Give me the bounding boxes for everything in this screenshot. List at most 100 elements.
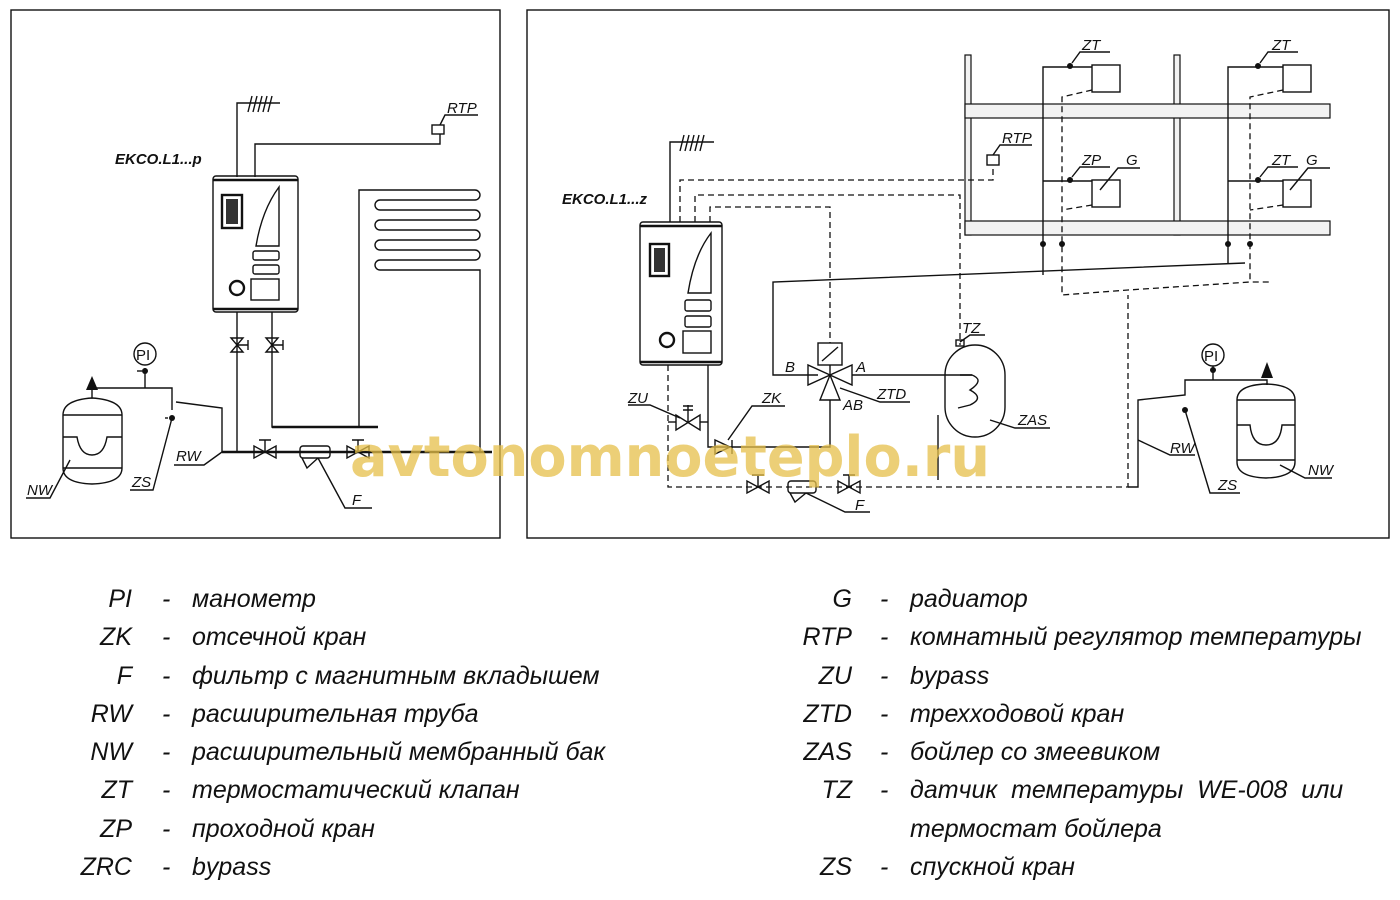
label-pi: PI — [136, 347, 150, 364]
pump-icon — [714, 438, 733, 456]
label-zs: ZS — [131, 474, 151, 491]
legend-code: NW — [90, 738, 132, 767]
label-zt-1: ZT — [1081, 37, 1102, 54]
boiler-model-label: EKCO.L1...p — [115, 151, 202, 168]
legend-code: PI — [108, 585, 132, 613]
legend-dash: - — [880, 738, 889, 767]
label-zt-3: ZT — [1271, 152, 1292, 169]
legend-code: ZRC — [80, 853, 132, 882]
label-f-right: F — [855, 497, 865, 514]
power-cable-icon — [236, 95, 280, 177]
label-zp: ZP — [1081, 152, 1101, 169]
legend-code: TZ — [821, 776, 852, 805]
legend-dash: - — [162, 585, 171, 613]
boiler-model-label-right: EKCO.L1...z — [562, 191, 648, 208]
legend-code: RTP — [802, 623, 852, 652]
legend-dash: - — [162, 699, 171, 728]
legend-desc: расширительная труба — [192, 699, 479, 728]
legend-desc: бойлер со змеевиком — [910, 738, 1161, 767]
legend-row: ZT-термостатический клапан — [0, 771, 700, 809]
legend-code: ZU — [818, 661, 852, 690]
label-nw: NW — [27, 482, 54, 499]
air-vent-icon — [1261, 362, 1273, 378]
legend-dash: - — [162, 661, 171, 690]
legend-row: F-фильтр с магнитным вкладышем — [0, 657, 700, 695]
legend-desc: радиатор — [910, 585, 1028, 613]
label-rtp-right: RTP — [1002, 130, 1032, 147]
left-scheme: RTP EKCO.L1...p — [10, 9, 501, 539]
legend-row: ZP-проходной кран — [0, 810, 700, 848]
legend-dash: - — [880, 776, 889, 805]
legend-code: ZAS — [803, 738, 852, 767]
legend-row: NW -расширительный мембранный бак — [0, 733, 700, 771]
legend-left: PI-манометр ZK-отсечной кран F-фильтр с … — [0, 580, 700, 886]
legend-dash: - — [162, 814, 171, 843]
legend-code: ZT — [101, 776, 132, 805]
left-frame — [10, 9, 501, 539]
legend-row: ZS-спускной кран — [700, 848, 1400, 886]
legend-desc: трехходовой кран — [910, 699, 1125, 728]
magnetic-filter-icon — [787, 480, 870, 513]
pressure-gauge-icon — [133, 342, 157, 366]
legend-dash: - — [880, 661, 889, 690]
label-tz: TZ — [962, 320, 981, 337]
right-frame — [526, 9, 1390, 539]
label-b: B — [785, 359, 795, 376]
legend-desc: отсечной кран — [192, 623, 367, 652]
watermark: avtonomnoeteplo.ru — [350, 425, 990, 490]
label-rtp: RTP — [447, 100, 477, 117]
building-walls — [964, 54, 1331, 236]
label-zt-2: ZT — [1271, 37, 1292, 54]
legend-desc: расширительный мембранный бак — [192, 738, 606, 767]
room-thermostat-icon — [986, 154, 1000, 166]
pressure-gauge-icon — [1201, 343, 1225, 367]
label-zas: ZAS — [1017, 412, 1047, 429]
radiator-icon — [1091, 64, 1312, 208]
legend-row: TZ-датчик температуры WE-008 или — [700, 771, 1400, 809]
coil-boiler-icon — [944, 339, 1006, 438]
legend-dash: - — [162, 623, 171, 652]
legend-dash: - — [162, 738, 171, 767]
label-zs-right: ZS — [1217, 477, 1237, 494]
label-nw-right: NW — [1308, 462, 1335, 479]
legend-code: ZTD — [803, 699, 852, 728]
three-way-valve-icon — [807, 342, 853, 401]
legend-dash: - — [880, 853, 889, 882]
legend-desc: датчик температуры WE-008 или — [910, 776, 1344, 805]
air-vent-icon — [86, 376, 98, 390]
legend-desc: термостатический клапан — [192, 776, 520, 805]
bypass-valve-icon — [668, 405, 708, 432]
label-pi-right: PI — [1204, 348, 1218, 365]
label-f: F — [352, 492, 362, 509]
right-scheme: ZT ZT ZP G ZT G RTP EKCO.L1...z — [526, 9, 1390, 539]
label-zu: ZU — [627, 390, 648, 407]
legend-dash: - — [880, 623, 889, 652]
valve-icon — [253, 439, 370, 460]
legend-desc: комнатный регулятор температуры — [910, 623, 1362, 652]
legend-code: RW — [90, 699, 132, 728]
electric-boiler-icon — [212, 175, 299, 313]
legend-row: ZRC-bypass — [0, 848, 700, 886]
label-a: A — [855, 359, 866, 376]
legend-dash: - — [880, 699, 889, 728]
legend-code: ZP — [100, 814, 132, 843]
legend-row: ZAS-бойлер со змеевиком — [700, 733, 1400, 771]
expansion-tank-icon — [62, 397, 123, 485]
label-rw-right: RW — [1170, 440, 1197, 457]
electric-boiler-icon — [639, 221, 723, 366]
legend-code: ZS — [820, 853, 852, 882]
valve-icon — [746, 474, 861, 495]
legend-dash: - — [880, 585, 889, 613]
rtp-wire — [254, 134, 441, 177]
legend-code: G — [832, 585, 852, 613]
legend-row: G-радиатор — [700, 580, 1400, 618]
legend-desc: спускной кран — [910, 853, 1075, 882]
label-ab: AB — [842, 397, 863, 414]
power-cable-icon — [669, 134, 714, 222]
legend-row: термостат бойлера — [700, 810, 1400, 848]
radiator-coil-icon — [374, 189, 481, 452]
legend-dash: - — [162, 853, 171, 882]
legend-right: G-радиатор RTP-комнатный регулятор темпе… — [700, 580, 1400, 886]
thermostatic-valve-icon — [1040, 63, 1261, 247]
label-g-1: G — [1126, 152, 1138, 169]
